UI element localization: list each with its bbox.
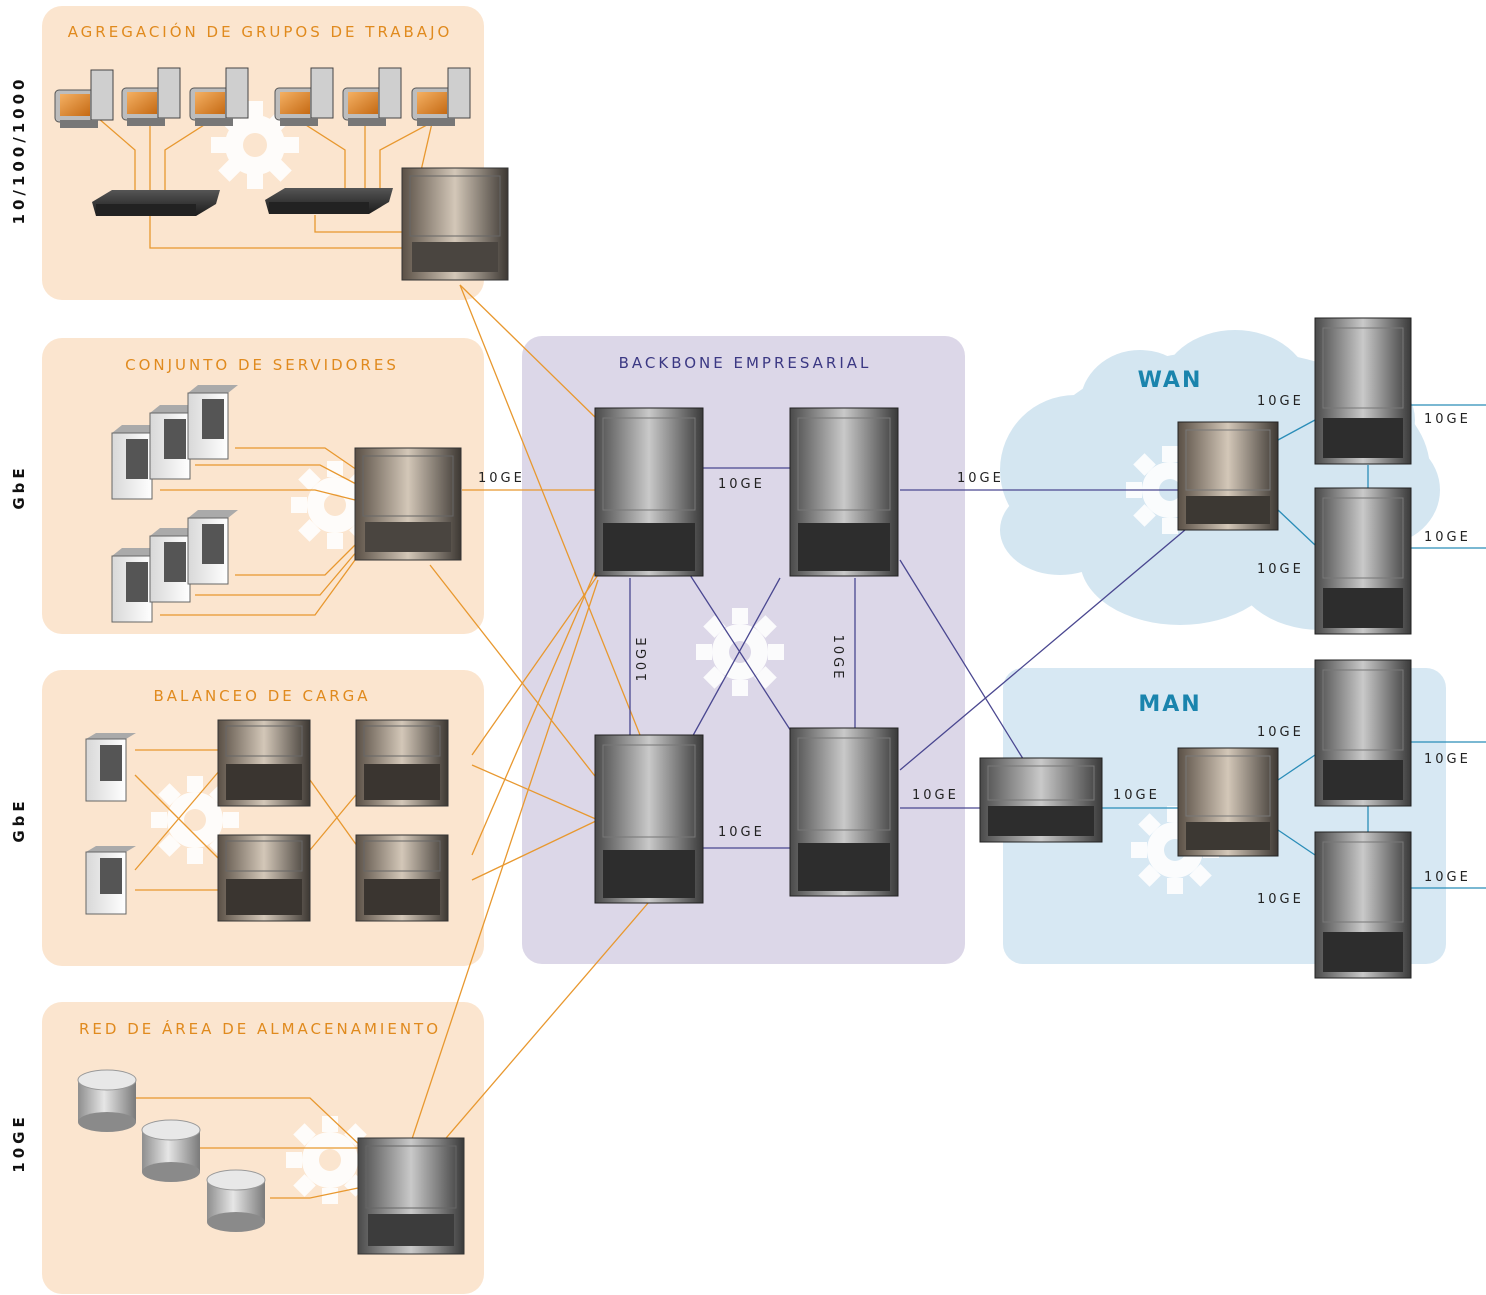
server-icon — [149, 405, 200, 480]
link-label: 10GE — [1424, 752, 1471, 767]
link-label: 10GE — [1257, 892, 1304, 907]
wan-man-links — [1102, 404, 1486, 889]
load-balancer-icon — [355, 719, 449, 807]
orange-links — [97, 109, 656, 1199]
title-san: RED DE ÁREA DE ALMACENAMIENTO — [79, 1019, 441, 1038]
link-label: 10GE — [1257, 562, 1304, 577]
title-backbone: BACKBONE EMPRESARIAL — [619, 354, 872, 372]
server-icon — [187, 510, 238, 585]
load-balancer-icon — [355, 834, 449, 922]
switch-hub-icon — [265, 188, 393, 214]
load-balancer-icon — [217, 834, 311, 922]
switch-hub-icon — [92, 190, 220, 216]
server-icon — [187, 385, 238, 460]
wan-router-icon — [1314, 487, 1412, 635]
link-label: 10GE — [718, 477, 765, 492]
lb-server-icon — [85, 733, 136, 802]
edge-router-icon — [979, 757, 1103, 843]
link-label: 10GE — [1424, 870, 1471, 885]
title-wan: WAN — [1138, 368, 1203, 393]
link-label: 10GE — [1424, 412, 1471, 427]
storage-disk-icon — [77, 1069, 137, 1132]
workstation-icon — [189, 67, 249, 126]
storage-disk-icon — [206, 1169, 266, 1232]
server-switch-icon — [354, 447, 462, 561]
server-icon — [149, 528, 200, 603]
load-balancer-icon — [217, 719, 311, 807]
link-label: 10GE — [635, 635, 650, 682]
link-label: 10GE — [1257, 394, 1304, 409]
lb-server-icon — [85, 846, 136, 915]
core-switch-icon — [594, 407, 704, 577]
side-label-servers: GbE — [10, 464, 28, 509]
backbone-links — [629, 467, 1186, 849]
link-label: 10GE — [830, 635, 845, 682]
title-man: MAN — [1138, 692, 1201, 717]
workstation-icon — [121, 67, 181, 126]
title-workgroup: AGREGACIÓN DE GRUPOS DE TRABAJO — [68, 22, 453, 41]
workstation-icon — [274, 67, 334, 126]
storage-disk-icon — [141, 1119, 201, 1182]
man-router-icon — [1314, 659, 1412, 807]
gear-icon — [151, 776, 239, 864]
link-label: 10GE — [1257, 725, 1304, 740]
side-label-loadbalance: GbE — [10, 797, 28, 842]
link-label: 10GE — [718, 825, 765, 840]
core-switch-icon — [789, 407, 899, 577]
side-label-san: 10GE — [10, 1113, 28, 1172]
servers-group — [111, 385, 238, 623]
core-switch-icon — [594, 734, 704, 904]
workstation-icon — [54, 69, 114, 128]
man-switch-icon — [1177, 747, 1279, 857]
workstations — [54, 67, 471, 128]
aggregation-switch-icon — [401, 167, 509, 281]
man-router-icon — [1314, 831, 1412, 979]
link-label: 10GE — [957, 471, 1004, 486]
link-label: 10GE — [1113, 788, 1160, 803]
link-label: 10GE — [912, 788, 959, 803]
title-loadbalance: BALANCEO DE CARGA — [153, 687, 370, 705]
workstation-icon — [411, 67, 471, 126]
san-switch-icon — [357, 1137, 465, 1255]
link-label: 10GE — [1424, 530, 1471, 545]
wan-router-icon — [1314, 317, 1412, 465]
side-label-workgroup: 10/100/1000 — [10, 76, 28, 225]
workstation-icon — [342, 67, 402, 126]
panel-loadbalance — [42, 670, 484, 966]
title-servers: CONJUNTO DE SERVIDORES — [125, 356, 399, 374]
gear-icon — [286, 1116, 374, 1204]
core-switch-icon — [789, 727, 899, 897]
wan-switch-icon — [1177, 421, 1279, 531]
link-label: 10GE — [478, 471, 525, 486]
